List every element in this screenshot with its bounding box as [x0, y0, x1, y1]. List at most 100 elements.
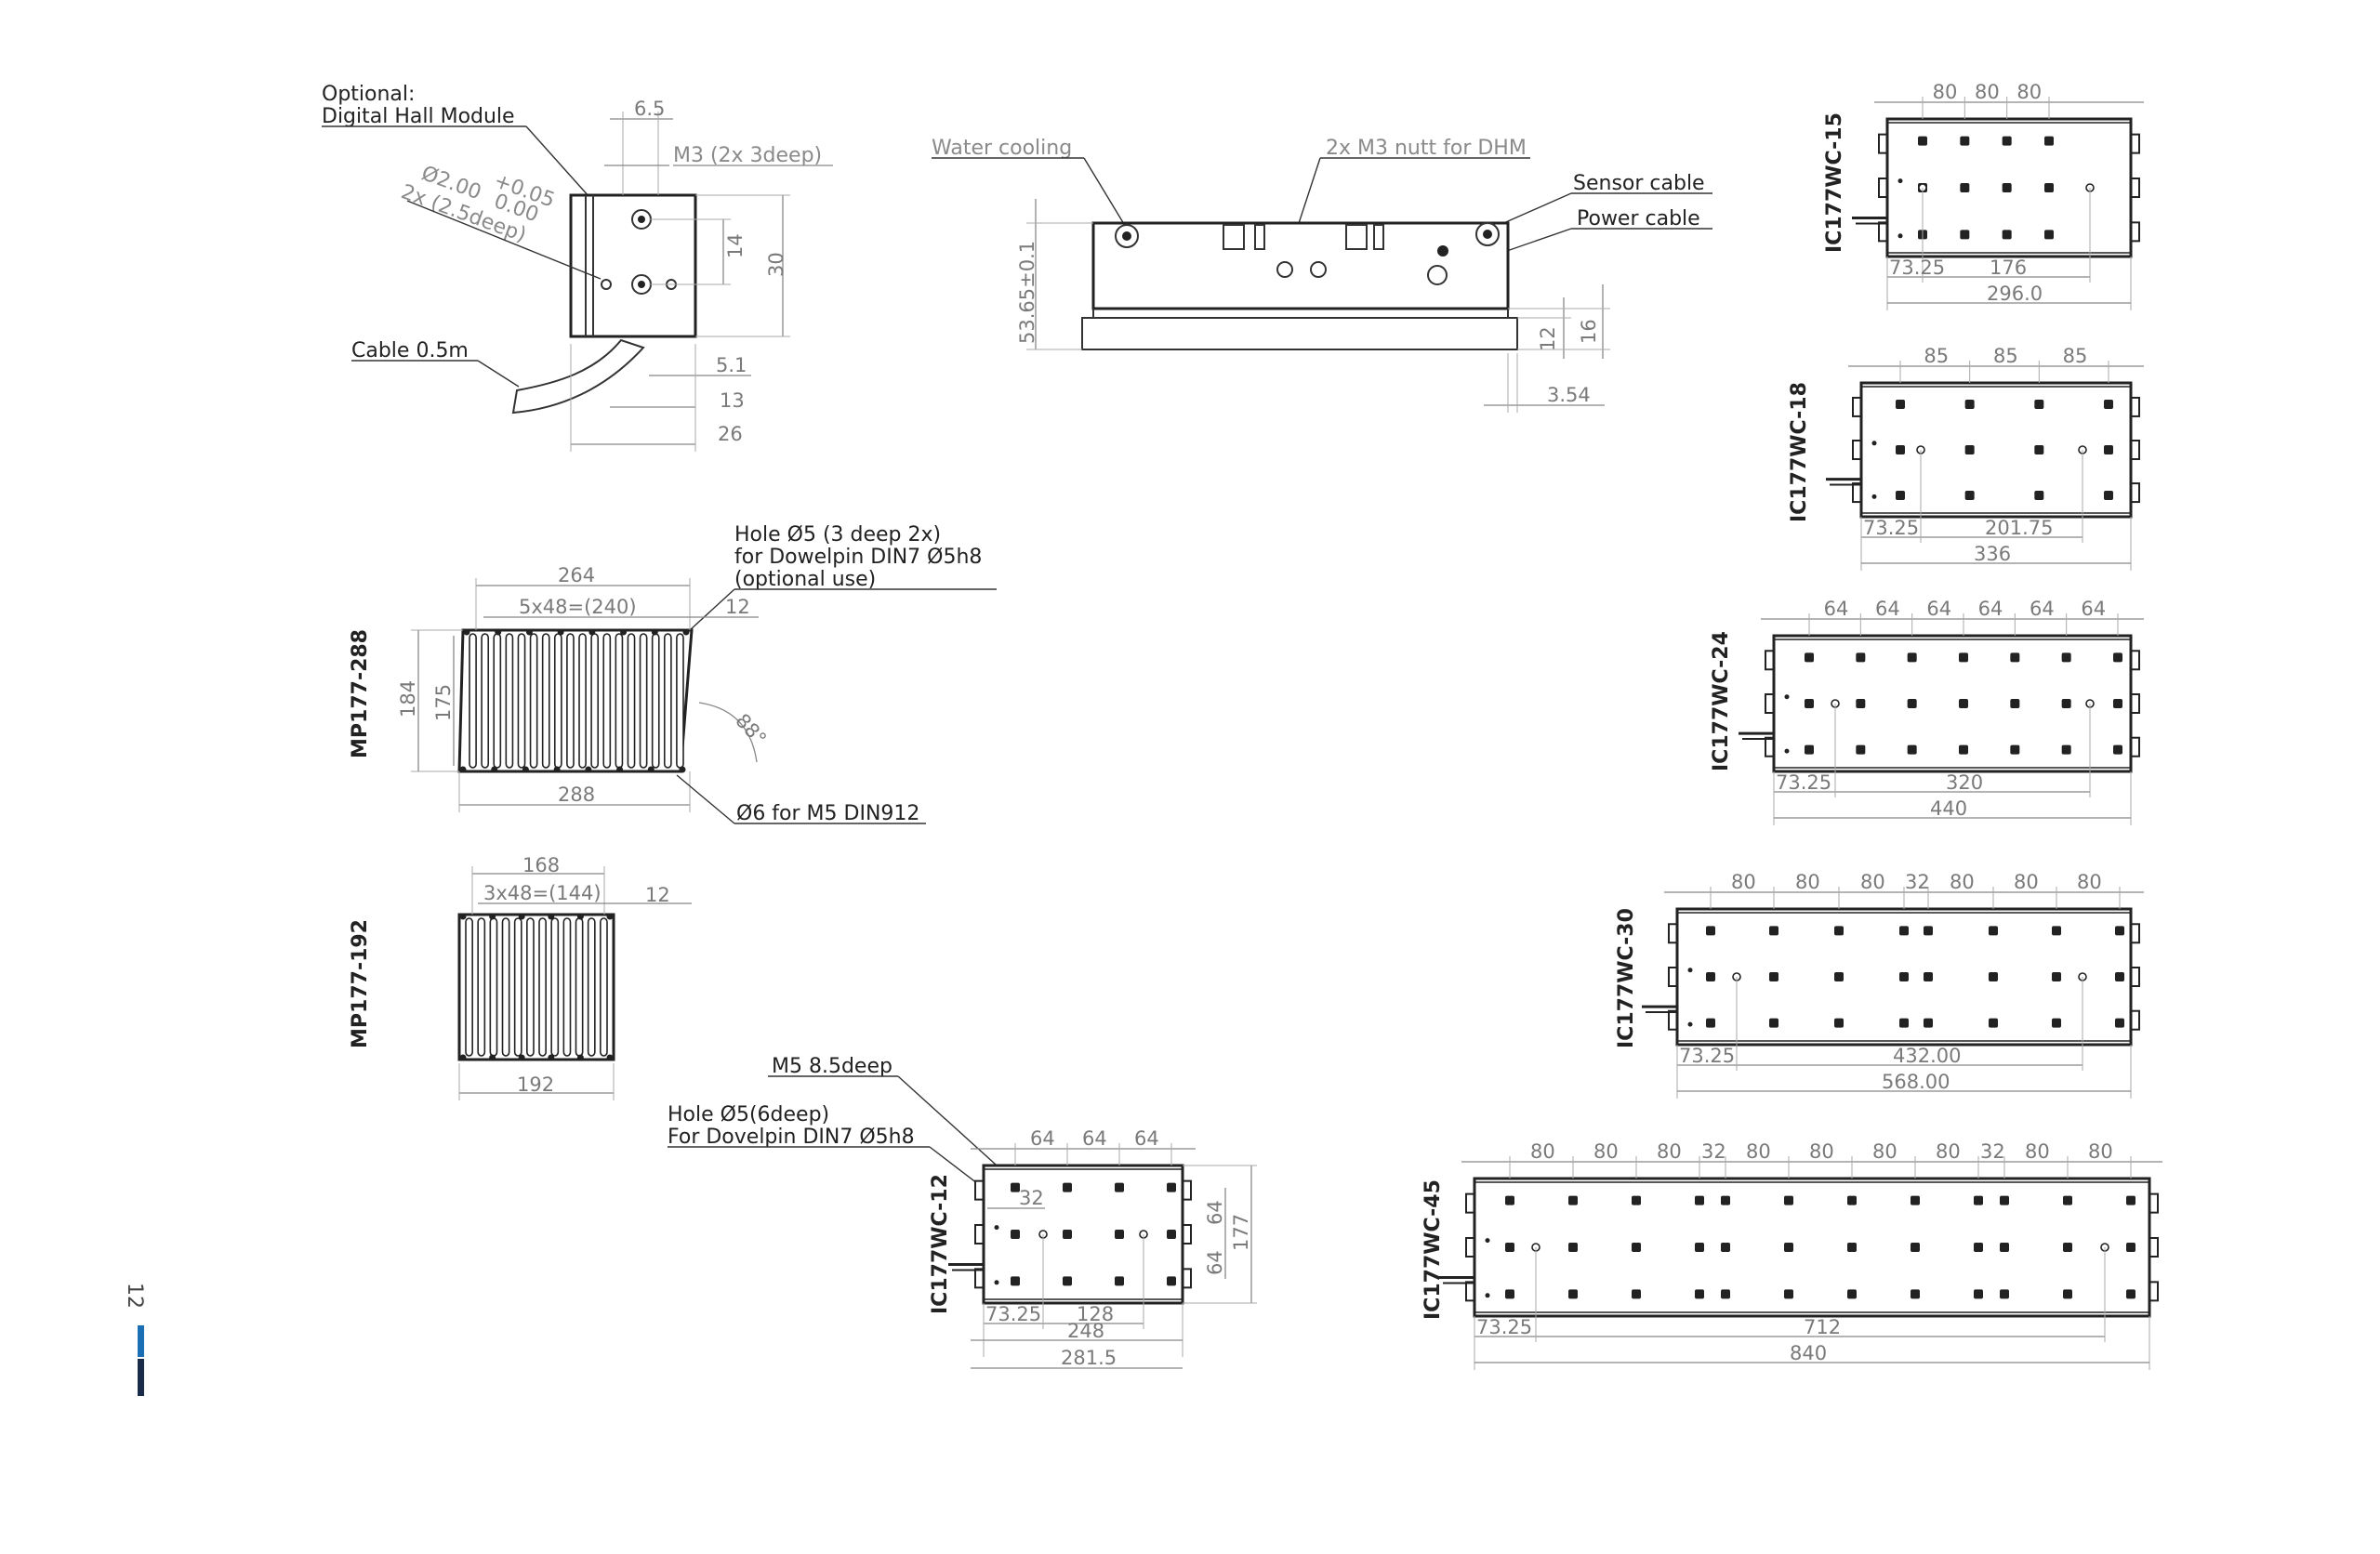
mount-hole: [2052, 1018, 2061, 1028]
mount-hole: [1505, 1289, 1514, 1299]
coil-body: [1473, 1177, 2151, 1318]
dim-5-1: 5.1: [716, 354, 747, 376]
bolt-hole: [606, 913, 614, 920]
magnet-slat: [651, 633, 660, 769]
page-marker: 12: [123, 1283, 146, 1396]
mount-hole: [2044, 136, 2054, 146]
dim-88-deg: 88°: [731, 709, 771, 750]
mount-hole: [1847, 1243, 1857, 1252]
magnet-slat: [529, 633, 538, 769]
magnet-slat: [538, 917, 547, 1057]
mount-hole: [1695, 1195, 1704, 1205]
mount-hole: [1924, 972, 1933, 981]
magnet-slat: [587, 917, 596, 1057]
dim-overall-length: 336: [1974, 543, 2011, 565]
pitch-dim: 32: [1701, 1140, 1726, 1163]
mount-hole: [1959, 699, 1968, 708]
wc12-hole-note-1: Hole Ø5(6deep): [668, 1103, 829, 1126]
mount-hole: [1063, 1182, 1072, 1192]
pitch-dim: 64: [2030, 598, 2055, 620]
mount-hole: [1167, 1276, 1176, 1286]
dim-m3-holes: M3 (2x 3deep): [673, 144, 822, 167]
mount-hole: [1784, 1195, 1793, 1205]
mount-hole: [2034, 400, 2044, 410]
pitch-dim: 85: [1924, 345, 1949, 367]
bolt-hole: [459, 913, 467, 920]
dowel-marker: [1871, 441, 1877, 446]
model-label: IC177WC-15: [1823, 112, 1846, 253]
dim-mp192-12: 12: [645, 884, 670, 906]
dim-64-lower: 64: [1204, 1250, 1226, 1275]
hole-note-2: for Dowelpin DIN7 Ø5h8: [734, 546, 982, 569]
mount-hole: [2126, 1243, 2135, 1252]
pitch-dim: 85: [1993, 345, 2018, 367]
mount-hole: [1974, 1195, 1983, 1205]
mount-hole: [2002, 230, 2012, 240]
mount-hole: [1568, 1289, 1578, 1299]
dowel-marker: [994, 1225, 999, 1231]
magnet-slat: [505, 633, 514, 769]
magnet-slat: [578, 633, 587, 769]
model-label: IC177WC-12: [929, 1174, 952, 1314]
mount-hole: [2104, 400, 2113, 410]
bolt-hole: [518, 1054, 525, 1061]
mount-hole: [2115, 972, 2124, 981]
m3-nutt-label: 2x M3 nutt for DHM: [1326, 137, 1527, 160]
pitch-dim: 80: [1795, 871, 1820, 893]
pitch-dim: 80: [1872, 1140, 1897, 1163]
dim-overall-length: 840: [1790, 1342, 1827, 1364]
mount-hole: [1960, 183, 1970, 192]
dim-overall-length: 440: [1930, 797, 1967, 820]
dim-14: 14: [724, 233, 747, 258]
mount-hole: [1805, 699, 1814, 708]
mount-hole: [1011, 1230, 1020, 1239]
wc12-hole-note-2: For Dovelpin DIN7 Ø5h8: [668, 1126, 915, 1149]
mount-hole: [1721, 1243, 1730, 1252]
mount-hole: [1856, 652, 1866, 663]
magnet-slat: [602, 633, 612, 769]
mount-hole: [1834, 1018, 1844, 1028]
water-cooling-label: Water cooling: [932, 137, 1072, 160]
mount-hole: [1063, 1230, 1072, 1239]
bolt-hole: [679, 766, 686, 773]
mount-hole: [1784, 1243, 1793, 1252]
dim-175: 175: [432, 684, 455, 721]
mount-hole: [1896, 400, 1905, 410]
magnet-slat: [550, 917, 560, 1057]
mount-hole: [1899, 972, 1909, 981]
magnet-slat: [553, 633, 562, 769]
model-label: IC177WC-30: [1615, 908, 1638, 1048]
dim-dowel-span: 432.00: [1893, 1045, 1961, 1067]
magnet-slat: [513, 917, 522, 1057]
dim-13: 13: [720, 389, 745, 412]
mount-hole: [1805, 744, 1814, 755]
mount-hole: [1856, 744, 1866, 755]
mount-hole: [1505, 1195, 1514, 1205]
dim-16: 16: [1578, 319, 1600, 344]
dim-6-5: 6.5: [634, 98, 665, 120]
mount-hole: [2063, 1289, 2072, 1299]
bolt-hole: [489, 913, 496, 920]
dim-264: 264: [558, 564, 595, 586]
bolt-hole: [495, 628, 502, 636]
pitch-dim: 80: [1746, 1140, 1771, 1163]
mount-hole: [2002, 136, 2012, 146]
mount-hole: [2044, 230, 2054, 240]
mount-hole: [1989, 1018, 1998, 1028]
bolt-hole: [576, 913, 584, 920]
mount-hole: [1959, 652, 1968, 663]
mount-hole: [1960, 230, 1970, 240]
mount-hole: [1632, 1289, 1641, 1299]
bolt-hole: [576, 1054, 584, 1061]
mount-hole: [1632, 1195, 1641, 1205]
mount-hole: [1911, 1289, 1920, 1299]
mount-hole: [2126, 1195, 2135, 1205]
hall-optional-label: Optional:: [322, 83, 415, 106]
mount-hole: [1918, 136, 1927, 146]
bolt-hole: [616, 766, 624, 773]
pitch-dim: 80: [1809, 1140, 1834, 1163]
bolt-hole: [606, 1054, 614, 1061]
mount-hole: [1974, 1289, 1983, 1299]
model-label: IC177WC-24: [1710, 631, 1733, 771]
